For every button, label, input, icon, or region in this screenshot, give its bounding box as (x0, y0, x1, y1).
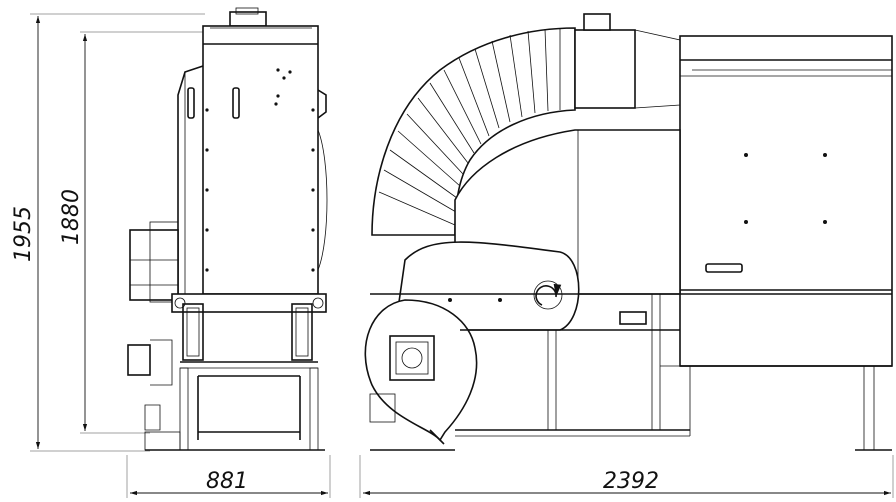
duct-transition (574, 29, 636, 109)
front-leg-3 (863, 365, 875, 451)
dim-label-1955: 1955 (11, 206, 36, 262)
curved-duct (371, 27, 576, 236)
side-handle-left (187, 87, 195, 119)
dimension-body-height: 1880 (59, 31, 205, 434)
dim-label-1880: 1880 (59, 189, 84, 245)
front-leg-2 (651, 293, 661, 431)
dim-label-2392: 2392 (603, 469, 659, 494)
side-motor-housing (129, 229, 179, 301)
dimension-overall-height: 1955 (11, 13, 205, 452)
rotation-arrow (535, 283, 562, 306)
front-nameplate (619, 311, 647, 325)
dimension-side-width: 881 (126, 455, 331, 498)
duct-motor (583, 13, 611, 31)
front-leg-1 (547, 329, 557, 431)
front-view (364, 13, 893, 451)
side-leg-right (309, 367, 319, 451)
main-housing (679, 35, 893, 367)
side-gear-motor (127, 344, 151, 376)
side-rivets (205, 68, 315, 272)
side-cabinet (202, 25, 319, 295)
dim-label-881: 881 (206, 469, 248, 494)
side-back-panel (177, 65, 204, 294)
side-handle-right (232, 87, 240, 119)
duct-ribs (378, 28, 561, 226)
side-left-hatch (182, 303, 204, 361)
housing-handle (705, 263, 743, 273)
side-view (127, 7, 328, 451)
dimension-front-length: 2392 (359, 455, 894, 498)
side-leg-left (179, 367, 189, 451)
housing-bolts (744, 153, 827, 224)
side-right-hatch (291, 303, 313, 361)
blower-motor (389, 335, 435, 381)
side-frame-beam (171, 293, 327, 313)
